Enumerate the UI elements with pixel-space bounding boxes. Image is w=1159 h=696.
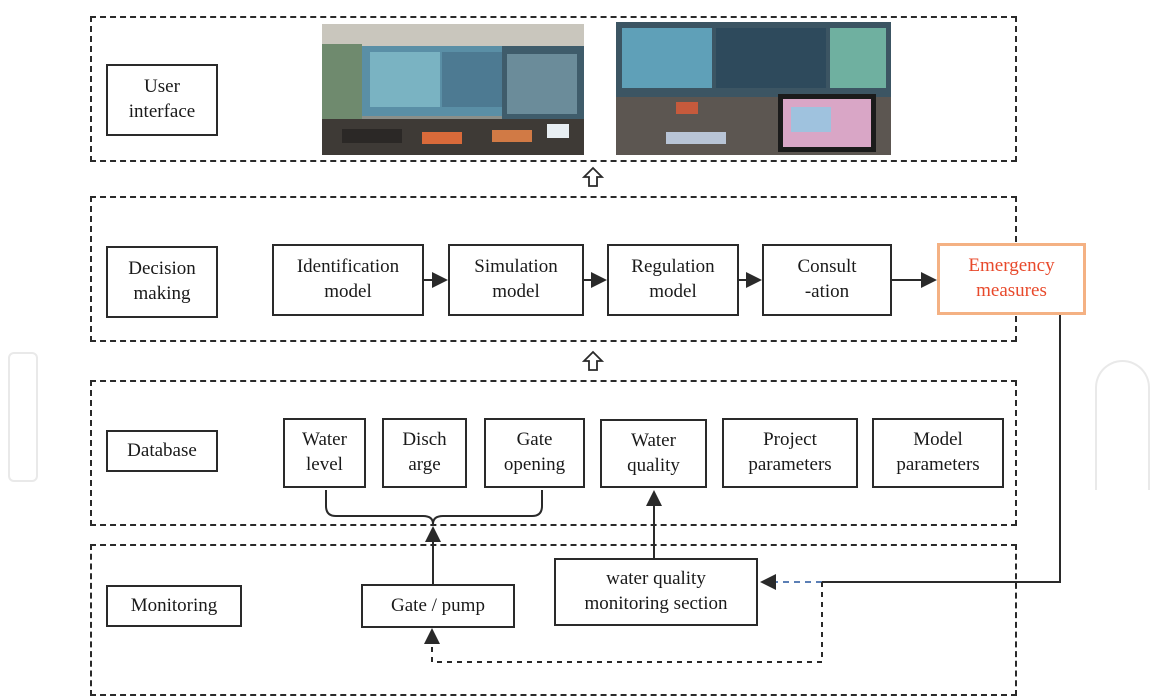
database-label: Database [106, 430, 218, 472]
control-room-photo-left [322, 24, 584, 155]
control-room-photo-right [616, 22, 891, 155]
user-interface-layer [90, 16, 1017, 162]
up-arrow-icon [582, 166, 604, 187]
water-quality-box: Water quality [600, 419, 707, 488]
watermark-stroke [8, 352, 38, 482]
emergency-measures-box: Emergency measures [937, 243, 1086, 315]
identification-model-box: Identification model [272, 244, 424, 316]
simulation-model-box: Simulation model [448, 244, 584, 316]
gate-pump-box: Gate / pump [361, 584, 515, 628]
control-room-image-left [322, 24, 584, 155]
user-interface-label: User interface [106, 64, 218, 136]
model-parameters-box: Model parameters [872, 418, 1004, 488]
regulation-model-box: Regulation model [607, 244, 739, 316]
up-arrow-icon [582, 350, 604, 371]
project-parameters-box: Project parameters [722, 418, 858, 488]
discharge-box: Disch arge [382, 418, 467, 488]
brace [325, 490, 543, 525]
database-layer [90, 380, 1017, 526]
decision-making-label: Decision making [106, 246, 218, 318]
control-room-image-right [616, 22, 891, 155]
watermark-stroke [1095, 360, 1150, 490]
water-level-box: Water level [283, 418, 366, 488]
monitoring-label: Monitoring [106, 585, 242, 627]
emergency-feedback-line [822, 315, 1061, 583]
feedback-dashed-loop [424, 582, 823, 663]
water-quality-monitoring-section-box: water quality monitoring section [554, 558, 758, 626]
gate-opening-box: Gate opening [484, 418, 585, 488]
consultation-box: Consult -ation [762, 244, 892, 316]
